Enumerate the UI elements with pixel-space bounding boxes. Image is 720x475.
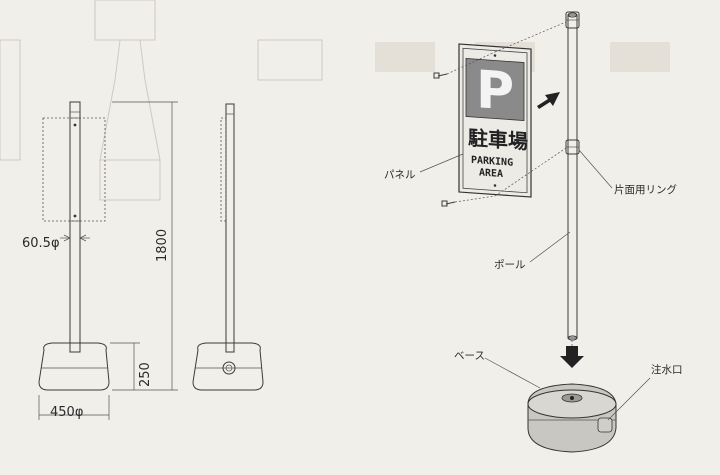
front-elevation: 60.5φ 1800 250 450φ — [22, 101, 178, 420]
callout-base: ベース — [454, 350, 485, 362]
callout-pole: ポール — [494, 259, 526, 271]
base-diameter-label: 450φ — [50, 405, 83, 420]
callout-one-side-ring: 片面用リング — [614, 183, 677, 196]
side-elevation — [192, 103, 264, 391]
front-base — [38, 342, 110, 391]
sign-panel: P 駐車場 PARKING AREA — [458, 43, 532, 198]
front-panel-outline — [42, 117, 106, 222]
side-base — [192, 342, 264, 391]
side-pole — [225, 103, 235, 353]
sign-subtitle-line1: PARKING — [471, 155, 513, 169]
pole-direction-arrow — [560, 346, 584, 368]
sign-subtitle-line2: AREA — [479, 167, 503, 180]
height-label: 1800 — [155, 229, 170, 262]
parking-symbol-box — [465, 58, 525, 121]
callout-panel: パネル — [384, 169, 416, 181]
exploded-view: P 駐車場 PARKING AREA — [384, 11, 683, 453]
base-height-label: 250 — [138, 362, 153, 387]
bottom-screw — [441, 200, 456, 207]
front-pole — [69, 101, 81, 353]
background-bleed-through — [0, 0, 670, 201]
panel-direction-arrow — [537, 92, 560, 109]
sign-title: 駐車場 — [468, 126, 528, 154]
pole-diameter-label: 60.5φ — [22, 236, 60, 251]
side-panel-outline — [220, 117, 227, 222]
water-inlet-cap — [597, 417, 613, 433]
callout-water-inlet: 注水口 — [651, 363, 683, 376]
perspective-base — [527, 383, 617, 453]
side-water-inlet-cap — [222, 361, 236, 375]
top-screw — [433, 72, 448, 79]
perspective-pole — [567, 14, 578, 339]
parking-symbol: P — [476, 60, 514, 123]
